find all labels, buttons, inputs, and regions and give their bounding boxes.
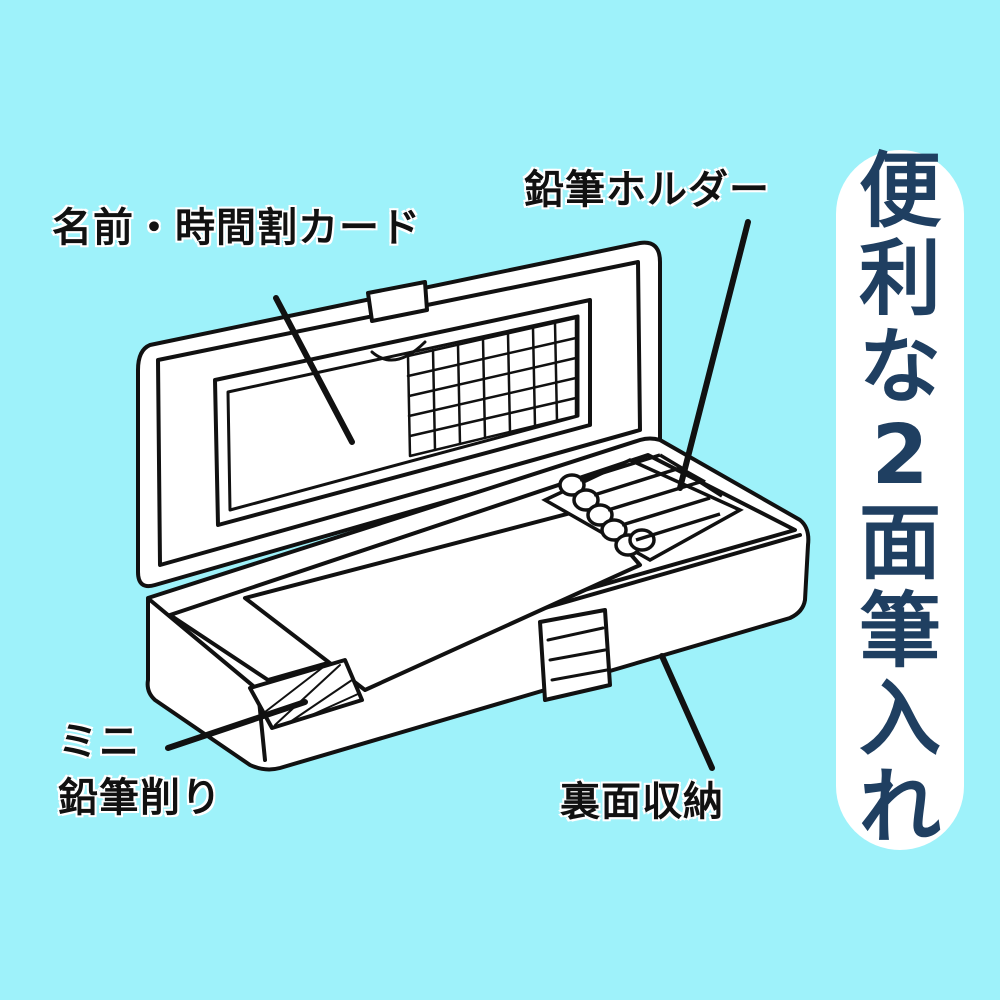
badge-char: 2 <box>871 408 929 503</box>
badge-char: な <box>858 320 941 415</box>
badge-char: 便 <box>858 144 941 239</box>
badge-char: れ <box>858 760 941 855</box>
timetable-grid <box>406 316 578 458</box>
name-card-label: 名前・時間割カード <box>52 205 421 251</box>
leader-line-pencil-holder <box>677 219 751 491</box>
badge-char: 利 <box>858 232 941 327</box>
sharpener-label: 鉛筆削り <box>58 775 222 821</box>
badge-char: 面 <box>858 496 941 591</box>
inner-board <box>243 506 642 692</box>
back-storage-label: 裏面収納 <box>560 779 724 825</box>
leader-line-back-storage <box>659 653 715 771</box>
feature-badge: 便 利 な 2 面 筆 入 れ <box>836 144 964 855</box>
lid-tab <box>366 280 429 323</box>
badge-char: 筆 <box>858 584 941 679</box>
badge-char: 入 <box>858 672 941 767</box>
pencil-holder-label: 鉛筆ホルダー <box>524 167 770 213</box>
leader-line-name-card <box>273 295 355 445</box>
leader-line-sharpener <box>165 699 308 751</box>
mini-label: ミニ <box>58 719 140 765</box>
pencil-holder-pencils <box>541 453 744 563</box>
